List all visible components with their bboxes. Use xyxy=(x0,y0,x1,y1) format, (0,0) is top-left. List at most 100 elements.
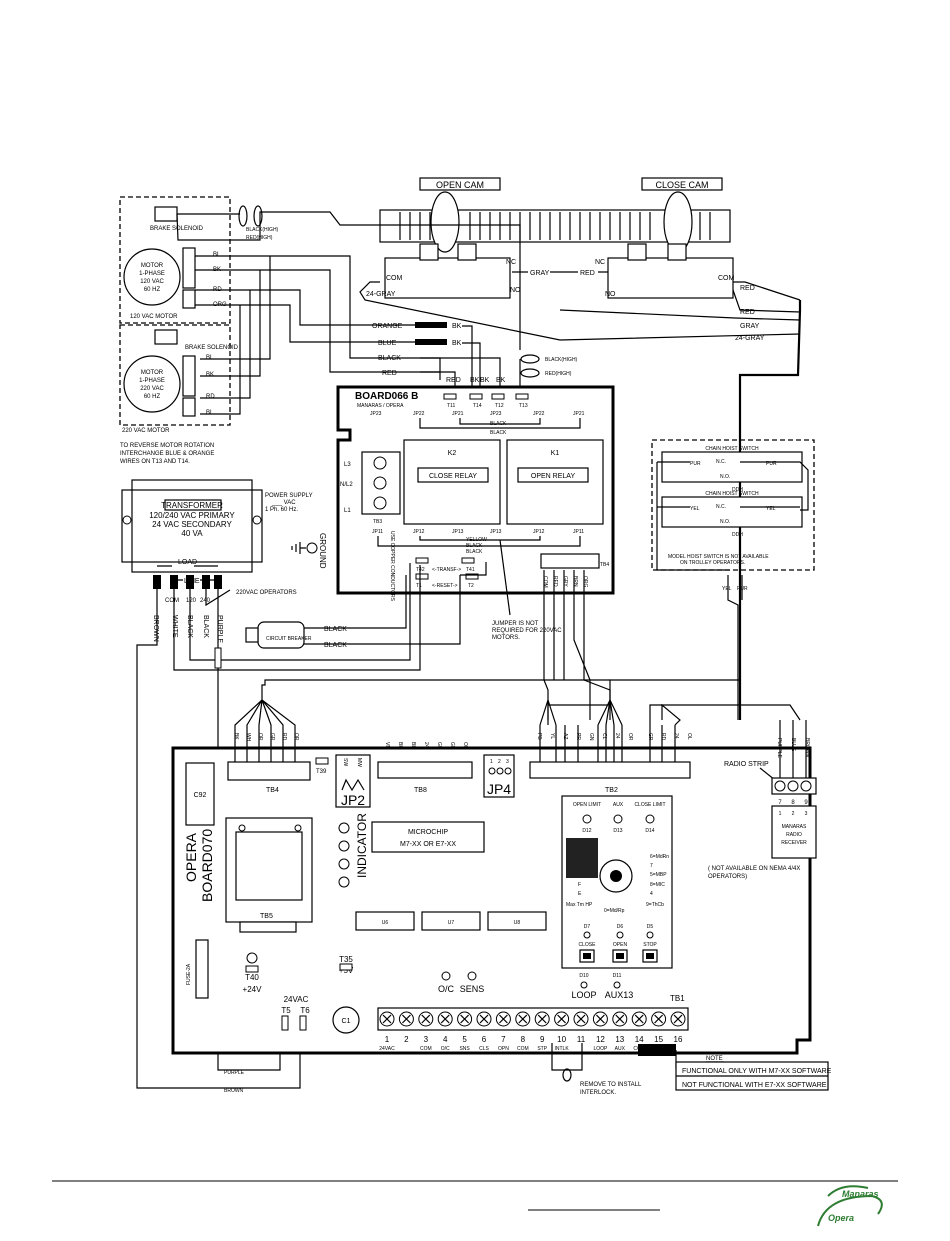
transformer-pin-2 xyxy=(170,575,178,589)
nema-note-1: ( NOT AVAILABLE ON NEMA 4/4X xyxy=(708,866,800,872)
red-high-2: RED(HIGH) xyxy=(545,371,572,377)
t6-label: T6 xyxy=(300,1006,310,1015)
jp4-pin-2: 2 xyxy=(498,759,501,765)
board066: BOARD066 B MANARAS / OPERA T11 T14 T12 T… xyxy=(265,385,615,602)
motor-220-box xyxy=(119,324,231,426)
hoist-note-1: MODEL HOIST SWITCH IS NOT AVAILABLE xyxy=(668,554,769,560)
ground-label: GROUND xyxy=(318,533,327,569)
board066-input-wires xyxy=(390,224,521,392)
tb1-screw-slot-5 xyxy=(460,1014,470,1024)
close-relay-box xyxy=(417,467,489,483)
ground-symbol xyxy=(291,542,306,554)
radio-wire-brown: BROWN xyxy=(804,738,810,758)
tb1-num-12: 12 xyxy=(596,1035,605,1044)
board070: TB4 BK WH OR GR RD OR T39 SW MW JP2 TB8 … xyxy=(171,679,812,1096)
wire-nut-2 xyxy=(253,205,263,227)
tb1-num-5: 5 xyxy=(462,1035,467,1044)
jp4-pin-1-dot xyxy=(488,767,496,775)
radio-receiver-3: RECEIVER xyxy=(781,840,807,846)
stop-button-label: STOP xyxy=(643,942,657,948)
relay-k2-label: K2 xyxy=(448,450,457,457)
microchip xyxy=(371,821,485,853)
open-switch-actuator xyxy=(419,243,439,261)
tb1-screw-slot-7 xyxy=(498,1014,508,1024)
wire-orange-label: ORANGE xyxy=(372,323,403,330)
tb5-mount-1 xyxy=(238,824,246,832)
board066-jp22b: JP22 xyxy=(533,411,545,417)
led-close-limit: CLOSE LIMIT xyxy=(634,802,665,808)
transformer-frame xyxy=(131,479,253,573)
open-button-label: OPEN xyxy=(613,942,628,948)
orange-connector xyxy=(415,322,447,328)
board066-jp12b: JP12 xyxy=(533,529,545,535)
wire-rd-2: RD xyxy=(206,394,215,400)
board070-tb4-pin-6: OR xyxy=(293,733,299,741)
tb3-l3-label: L3 xyxy=(344,462,351,468)
indicator-led-1 xyxy=(338,822,350,834)
transformer-line3: 24 VAC SECONDARY xyxy=(152,520,232,529)
tb1-label-4: O/C xyxy=(441,1046,450,1052)
loop-led xyxy=(580,981,588,989)
board070-title-2: BOARD070 xyxy=(199,829,215,902)
tb1-label-12: LOOP xyxy=(593,1046,608,1052)
tb2-pin-11: 24 xyxy=(673,733,679,739)
tb1-screw-slot-13 xyxy=(615,1014,625,1024)
radio-num-8: 8 xyxy=(791,800,795,806)
tb8-pin-7: OR xyxy=(462,742,468,750)
tb2-pin-12: OL xyxy=(686,733,692,740)
hoist-switch-1-no: N.O. xyxy=(720,474,730,480)
cam-threads xyxy=(399,212,711,240)
tb1-num-14: 14 xyxy=(635,1035,644,1044)
circuit-breaker-button xyxy=(245,627,259,643)
tb3-screw-nl2 xyxy=(373,476,387,490)
transformer-pin-com: COM xyxy=(165,598,179,604)
jumper-note-2: REQUIRED FOR 220VAC xyxy=(492,628,562,634)
open-button-cap xyxy=(616,953,624,959)
board066-black-2: BLACK xyxy=(490,430,507,436)
logo-swoosh xyxy=(817,1185,883,1227)
tb2-cable-bundle xyxy=(548,679,741,706)
operators-220-label: 220VAC OPERATORS xyxy=(236,590,297,596)
jp2-jumpers xyxy=(341,778,365,792)
tb1-screw-slot-15 xyxy=(654,1014,664,1024)
power-supply-3: 1 Ph. 60 Hz. xyxy=(265,507,298,513)
motor-220 xyxy=(123,355,181,413)
transformer-wire-purple: PURPLE xyxy=(216,615,223,643)
wire-nut-1 xyxy=(238,205,248,227)
transformer-pin-120: 120 xyxy=(186,598,197,604)
circuit-breaker-label: CIRCUIT BREAKER xyxy=(266,636,312,642)
tb2-radio-wires xyxy=(661,703,681,726)
tb1-screw-slot-8 xyxy=(518,1014,528,1024)
tb3-screw-l1 xyxy=(373,496,387,510)
board066-jp21: JP21 xyxy=(452,411,464,417)
motor-220-terminals-2 xyxy=(182,397,196,417)
close-switch-actuator xyxy=(627,243,647,261)
tb1-num-2: 2 xyxy=(404,1035,409,1044)
transformer-pin-5 xyxy=(214,575,222,589)
close-button-led xyxy=(583,931,591,939)
tb2-pin-10: RD xyxy=(660,733,666,741)
radio-screw-7 xyxy=(774,780,786,792)
dip-e: E xyxy=(578,891,582,897)
hoist-switch-2-nc: N.C. xyxy=(716,504,726,510)
24vac-label: 24VAC xyxy=(284,995,309,1004)
board066-jp23b: JP23 xyxy=(490,411,502,417)
open-cam-label-box xyxy=(419,177,501,191)
tb3-label: TB3 xyxy=(373,519,382,525)
note-label: NOTE xyxy=(706,1056,723,1062)
transformer-mount-left xyxy=(122,515,132,525)
board066-jp21b: JP21 xyxy=(573,411,585,417)
led-open-limit: OPEN LIMIT xyxy=(573,802,601,808)
t39-label: T39 xyxy=(316,769,327,775)
chain-hoist-box xyxy=(651,439,815,571)
board066-jumpers-top xyxy=(419,418,581,429)
t6-terminal xyxy=(299,1015,307,1031)
jp2-pin-mw: MW xyxy=(356,758,362,767)
motor-220-title: 220 VAC MOTOR xyxy=(122,428,170,434)
indicator-label: INDICATOR xyxy=(355,813,369,878)
hoist-yel-out: YEL xyxy=(722,586,732,592)
c92-component xyxy=(185,762,215,826)
t2-terminal xyxy=(465,573,479,580)
wire-gray-right: GRAY xyxy=(740,323,760,330)
jp2-box xyxy=(335,754,371,808)
